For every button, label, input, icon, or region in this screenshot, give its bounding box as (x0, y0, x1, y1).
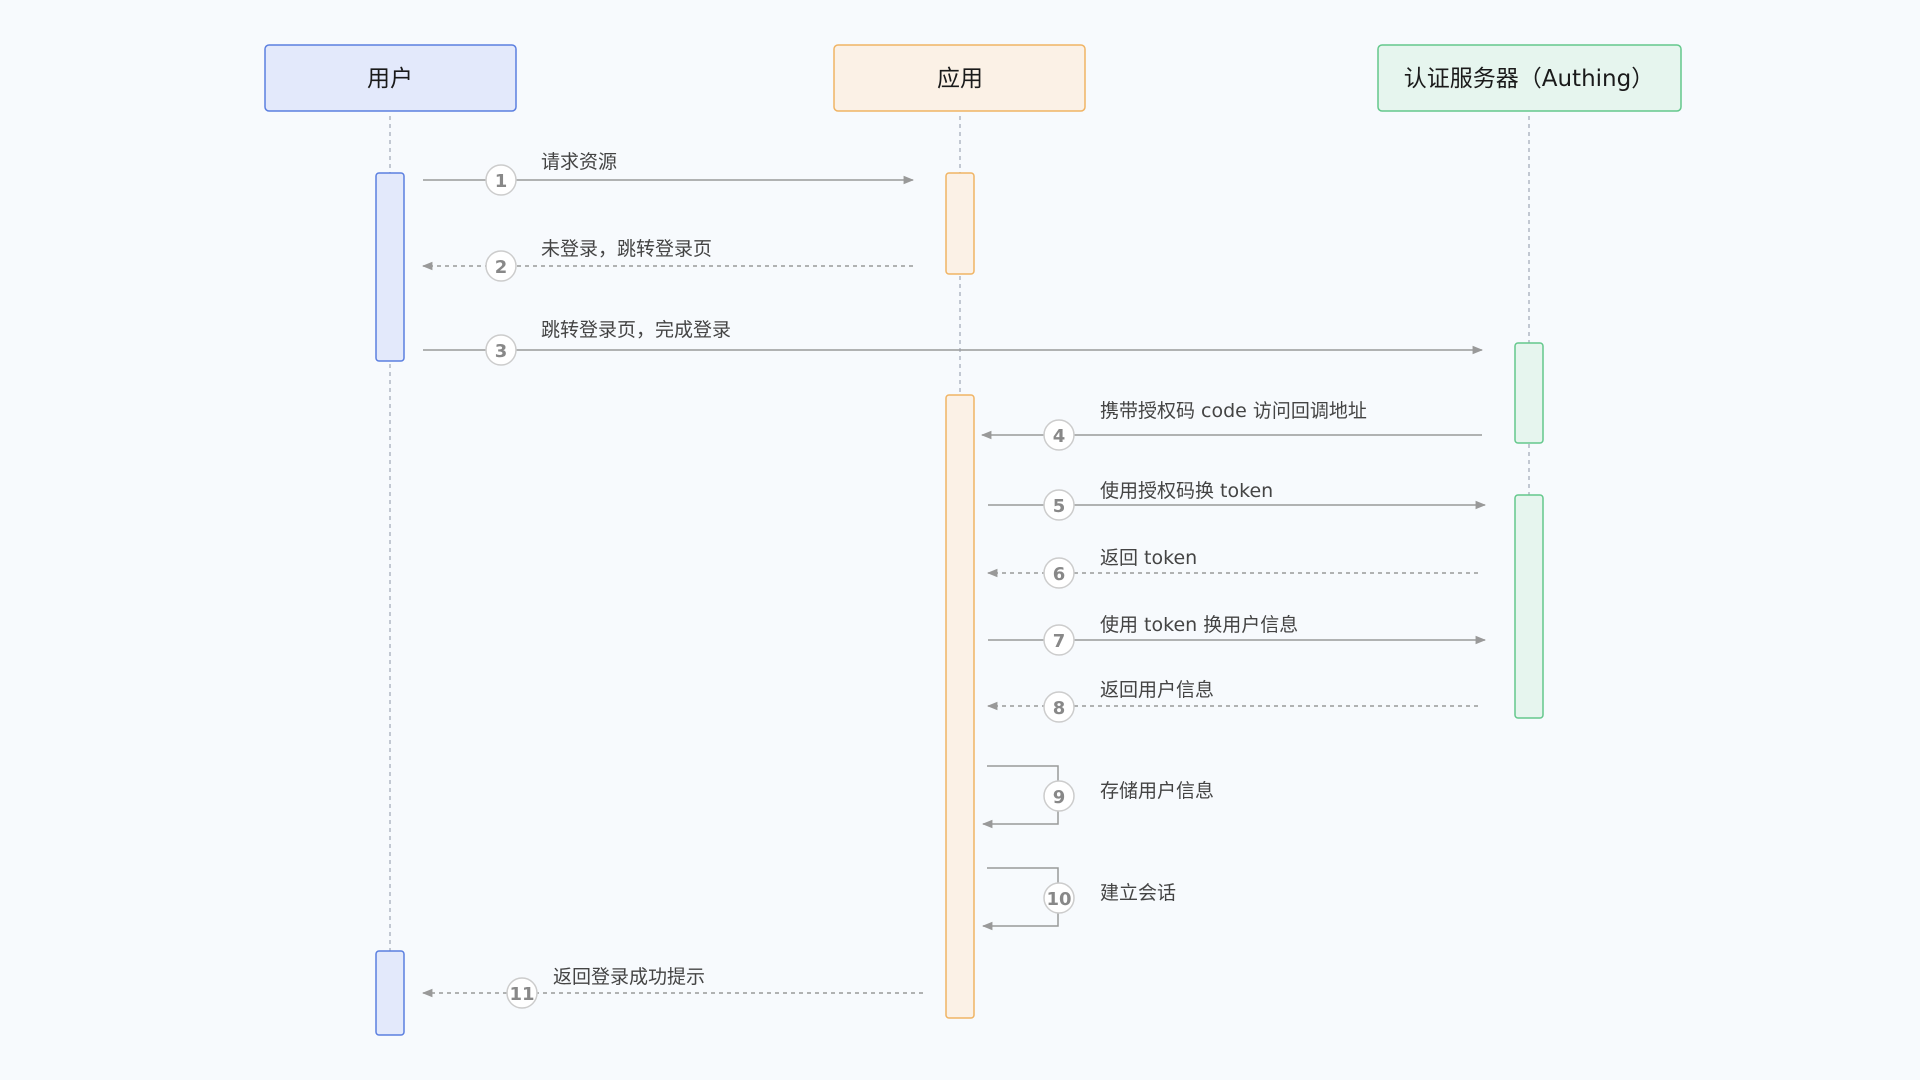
participant-auth: 认证服务器（Authing） (1377, 44, 1682, 112)
message-6-number: 6 (1053, 564, 1066, 585)
message-7: 7 使用 token 换用户信息 (988, 614, 1487, 656)
message-9: 9 存储用户信息 (981, 765, 1214, 829)
message-10-label: 建立会话 (1100, 882, 1176, 904)
message-4-badge (1043, 419, 1075, 451)
activation-app-1 (945, 172, 975, 275)
message-2: 2 未登录，跳转登录页 (421, 238, 913, 282)
message-4: 4 携带授权码 code 访问回调地址 (980, 400, 1482, 451)
message-10: 10 建立会话 (981, 867, 1176, 931)
message-10-number: 10 (1046, 889, 1071, 910)
participant-auth-label: 认证服务器（Authing） (1404, 66, 1654, 92)
participant-user-label: 用户 (367, 66, 413, 92)
message-9-label: 存储用户信息 (1100, 780, 1214, 802)
participant-app-label: 应用 (937, 66, 983, 92)
message-1-label: 请求资源 (541, 151, 617, 173)
message-5-badge (1043, 489, 1075, 521)
message-2-badge (485, 250, 517, 282)
message-10-badge (1043, 882, 1075, 914)
message-9-badge (1043, 780, 1075, 812)
activation-user-2 (375, 950, 405, 1036)
message-11: 11 返回登录成功提示 (421, 966, 923, 1009)
message-4-number: 4 (1053, 426, 1066, 447)
message-2-label: 未登录，跳转登录页 (541, 238, 712, 260)
activation-app-2 (945, 394, 975, 1019)
message-3-label: 跳转登录页，完成登录 (541, 319, 731, 341)
message-4-label: 携带授权码 code 访问回调地址 (1100, 400, 1367, 422)
message-3-number: 3 (495, 341, 508, 362)
message-6-badge (1043, 557, 1075, 589)
activation-auth-1 (1514, 342, 1544, 444)
activation-auth-2 (1514, 494, 1544, 719)
message-7-number: 7 (1053, 631, 1066, 652)
message-1-number: 1 (495, 171, 508, 192)
activation-user-1 (375, 172, 405, 362)
message-5-label: 使用授权码换 token (1100, 480, 1273, 502)
message-8: 8 返回用户信息 (986, 679, 1478, 723)
message-11-label: 返回登录成功提示 (553, 966, 705, 988)
message-11-number: 11 (509, 984, 534, 1005)
message-8-badge (1043, 691, 1075, 723)
message-7-badge (1043, 624, 1075, 656)
message-5: 5 使用授权码换 token (988, 480, 1487, 521)
message-7-label: 使用 token 换用户信息 (1100, 614, 1298, 636)
message-1-badge (485, 164, 517, 196)
message-8-label: 返回用户信息 (1100, 679, 1214, 701)
message-3: 3 跳转登录页，完成登录 (423, 319, 1484, 366)
message-5-number: 5 (1053, 496, 1066, 517)
message-1: 1 请求资源 (423, 151, 915, 196)
message-6: 6 返回 token (986, 547, 1478, 589)
participant-app: 应用 (833, 44, 1086, 112)
participant-user: 用户 (264, 44, 517, 112)
message-8-number: 8 (1053, 698, 1066, 719)
message-6-label: 返回 token (1100, 547, 1197, 569)
message-2-number: 2 (495, 257, 508, 278)
message-9-number: 9 (1053, 787, 1066, 808)
message-11-badge (506, 977, 538, 1009)
message-3-badge (485, 334, 517, 366)
